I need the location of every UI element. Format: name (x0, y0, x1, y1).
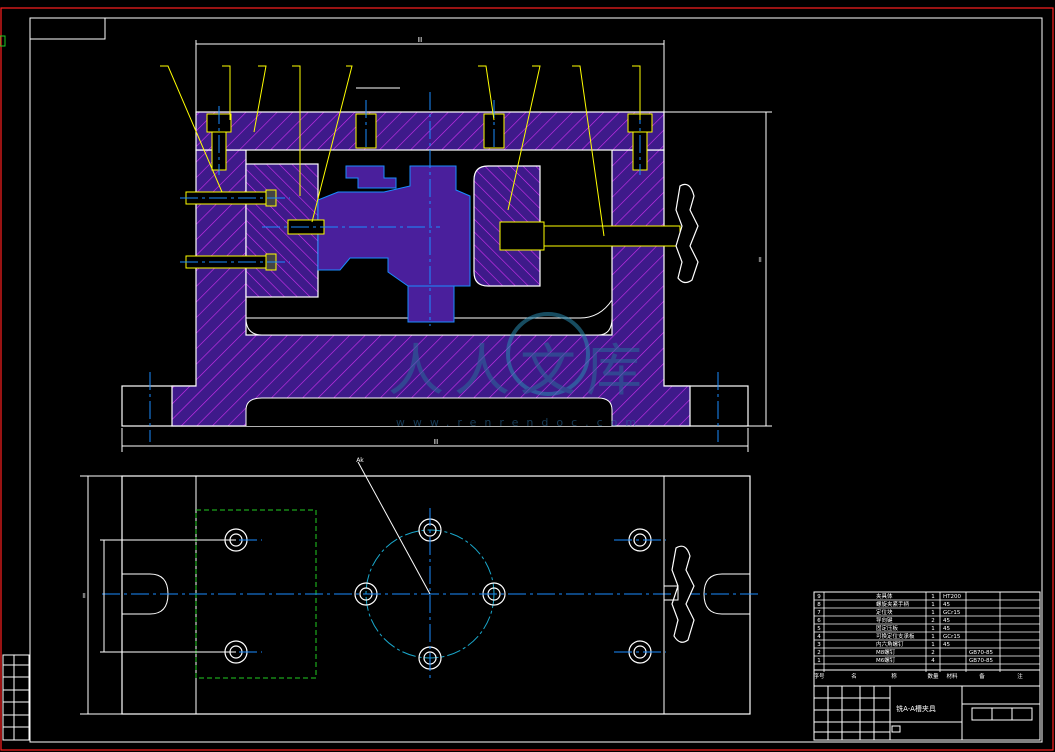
dimension-lines (121, 40, 772, 452)
bom-row-qty: 2 (931, 650, 935, 656)
dim-bottom-width: lll (433, 439, 438, 446)
bom-row-material: GCr15 (943, 634, 961, 640)
bom-row-material: 45 (943, 602, 950, 608)
front-section-view: lll lll ll (121, 37, 772, 452)
bom-row-name: 定位块 (876, 608, 893, 616)
bom-row-name: M8螺钉 (876, 648, 896, 656)
bom-header-cell: 称 (891, 672, 897, 680)
bom-row-qty: 1 (931, 594, 935, 600)
bom-row-qty: 4 (931, 658, 935, 664)
dim-top-width: lll (417, 37, 422, 44)
drawing-frame (29, 17, 1043, 743)
bom-header-cell: 材料 (946, 672, 958, 680)
bom-row-no: 6 (817, 618, 821, 624)
bom-row-no: 2 (817, 650, 821, 656)
bom-row-name: 螺旋夹紧手柄 (876, 600, 910, 608)
sheet-border (0, 7, 1054, 751)
bom-row-qty: 1 (931, 602, 935, 608)
bom-header-cell: 数量 (927, 672, 939, 680)
workpiece-top (345, 165, 397, 189)
bom-row-name: 固定压板 (876, 624, 899, 632)
plan-dimensions (80, 461, 431, 715)
bom-row-no: 5 (817, 626, 821, 632)
bom-header-cell: 注 (1017, 672, 1023, 680)
bom-row-note: GB70-85 (969, 650, 994, 656)
bom-row-name: 导向键 (876, 616, 893, 624)
bom-row-no: 1 (817, 658, 821, 664)
plan-handle (671, 545, 695, 643)
screw-handle-shaft (499, 221, 681, 251)
bottom-relief (245, 397, 613, 426)
bom-row-qty: 1 (931, 626, 935, 632)
plan-view: ll Ak (80, 457, 760, 715)
bom-row-note: GB70-85 (969, 658, 994, 664)
watermark: 人人文库 www.renrendoc.com (388, 312, 652, 429)
bom-row-no: 4 (817, 634, 821, 640)
bom-row-name: 可换定位支承板 (876, 632, 915, 640)
fixture-body (171, 149, 691, 427)
bom-row-no: 9 (817, 594, 821, 600)
watermark-url: www.renrendoc.com (396, 416, 644, 429)
bom-row-qty: 1 (931, 610, 935, 616)
bom-row-no: 7 (817, 610, 821, 616)
plan-screw-shaft (663, 585, 679, 601)
bom-header-cell: 序号 (813, 672, 825, 680)
bom-row-no: 8 (817, 602, 821, 608)
bom-row-material: 45 (943, 618, 950, 624)
dim-plan-height: ll (82, 593, 86, 600)
bom-row-qty: 1 (931, 642, 935, 648)
bom-row-qty: 1 (931, 634, 935, 640)
bom-row-material: 45 (943, 642, 950, 648)
bom-row-qty: 2 (931, 618, 935, 624)
bom-row-name: 内六角螺钉 (876, 640, 904, 648)
plan-center-lines (102, 508, 760, 680)
workpiece-boss (407, 285, 455, 323)
bom-row-no: 3 (817, 642, 821, 648)
bom-row-name: 夹具体 (876, 592, 893, 600)
workpiece (317, 165, 471, 287)
bom-header-cell: 名 (851, 672, 857, 680)
section-leader-label: Ak (356, 457, 364, 464)
bom-header-cell: 备 (979, 672, 985, 680)
bom-row-name: M6螺钉 (876, 656, 896, 664)
dim-height: ll (758, 257, 762, 264)
drawing-name: 铣A-A槽夹具 (896, 704, 936, 713)
bom-row-material: 45 (943, 626, 950, 632)
title-corner-box (29, 17, 106, 40)
bom-row-material: HT200 (943, 594, 961, 600)
title-block (813, 669, 1041, 741)
watermark-text: 人人文库 (388, 339, 652, 404)
left-mark (0, 35, 6, 47)
bom-row-material: GCr15 (943, 610, 961, 616)
leader-lines (160, 65, 641, 237)
plan-base (121, 475, 751, 715)
center-lines-front (149, 92, 719, 442)
binding-strip (2, 654, 30, 741)
star-handle (675, 183, 699, 284)
